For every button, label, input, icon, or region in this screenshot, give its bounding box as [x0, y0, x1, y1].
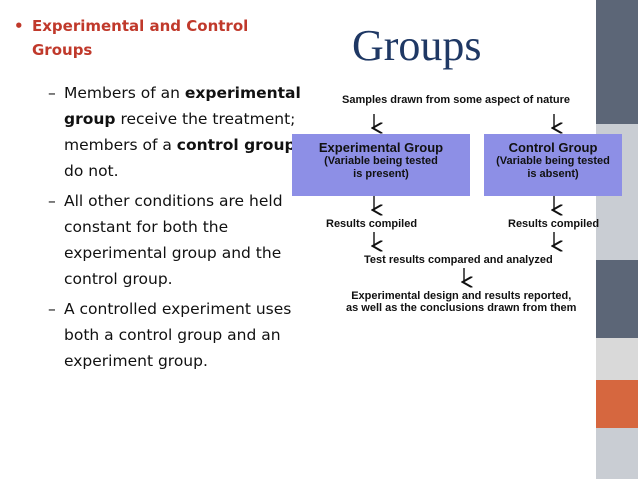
results-compiled-right: Results compiled: [508, 218, 600, 230]
sub-bullet-2: – All other conditions are held constant…: [48, 192, 283, 288]
side-bar-segment: [596, 260, 638, 338]
results-compiled-left: Results compiled: [326, 218, 418, 230]
final-label: Experimental design and results reported…: [346, 290, 577, 314]
experiment-flow-diagram: Samples drawn from some aspect of nature…: [292, 92, 622, 317]
side-bar-segment: [596, 0, 638, 124]
main-bullet: • Experimental and Control Groups: [14, 14, 304, 62]
side-bar-accent-segment: [596, 380, 638, 428]
main-bullet-line1: Experimental and Control: [32, 17, 249, 35]
main-bullet-line2: Groups: [32, 41, 93, 59]
experimental-group-box: Experimental Group (Variable being teste…: [292, 134, 470, 196]
bullet-dot: •: [14, 17, 24, 35]
slide-title: Groups: [352, 21, 482, 70]
sub-bullet-1: – Members of an experimental group recei…: [48, 84, 301, 180]
sub-bullet-3: – A controlled experiment uses both a co…: [48, 300, 292, 370]
side-bar-segment: [596, 428, 638, 479]
samples-label: Samples drawn from some aspect of nature: [342, 94, 571, 106]
side-bar-segment: [596, 338, 638, 380]
control-group-box: Control Group (Variable being tested is …: [484, 134, 622, 196]
compare-label: Test results compared and analyzed: [364, 254, 553, 266]
bullet-list: • Experimental and Control Groups – Memb…: [14, 14, 304, 378]
diagram-arrows: [292, 114, 622, 317]
